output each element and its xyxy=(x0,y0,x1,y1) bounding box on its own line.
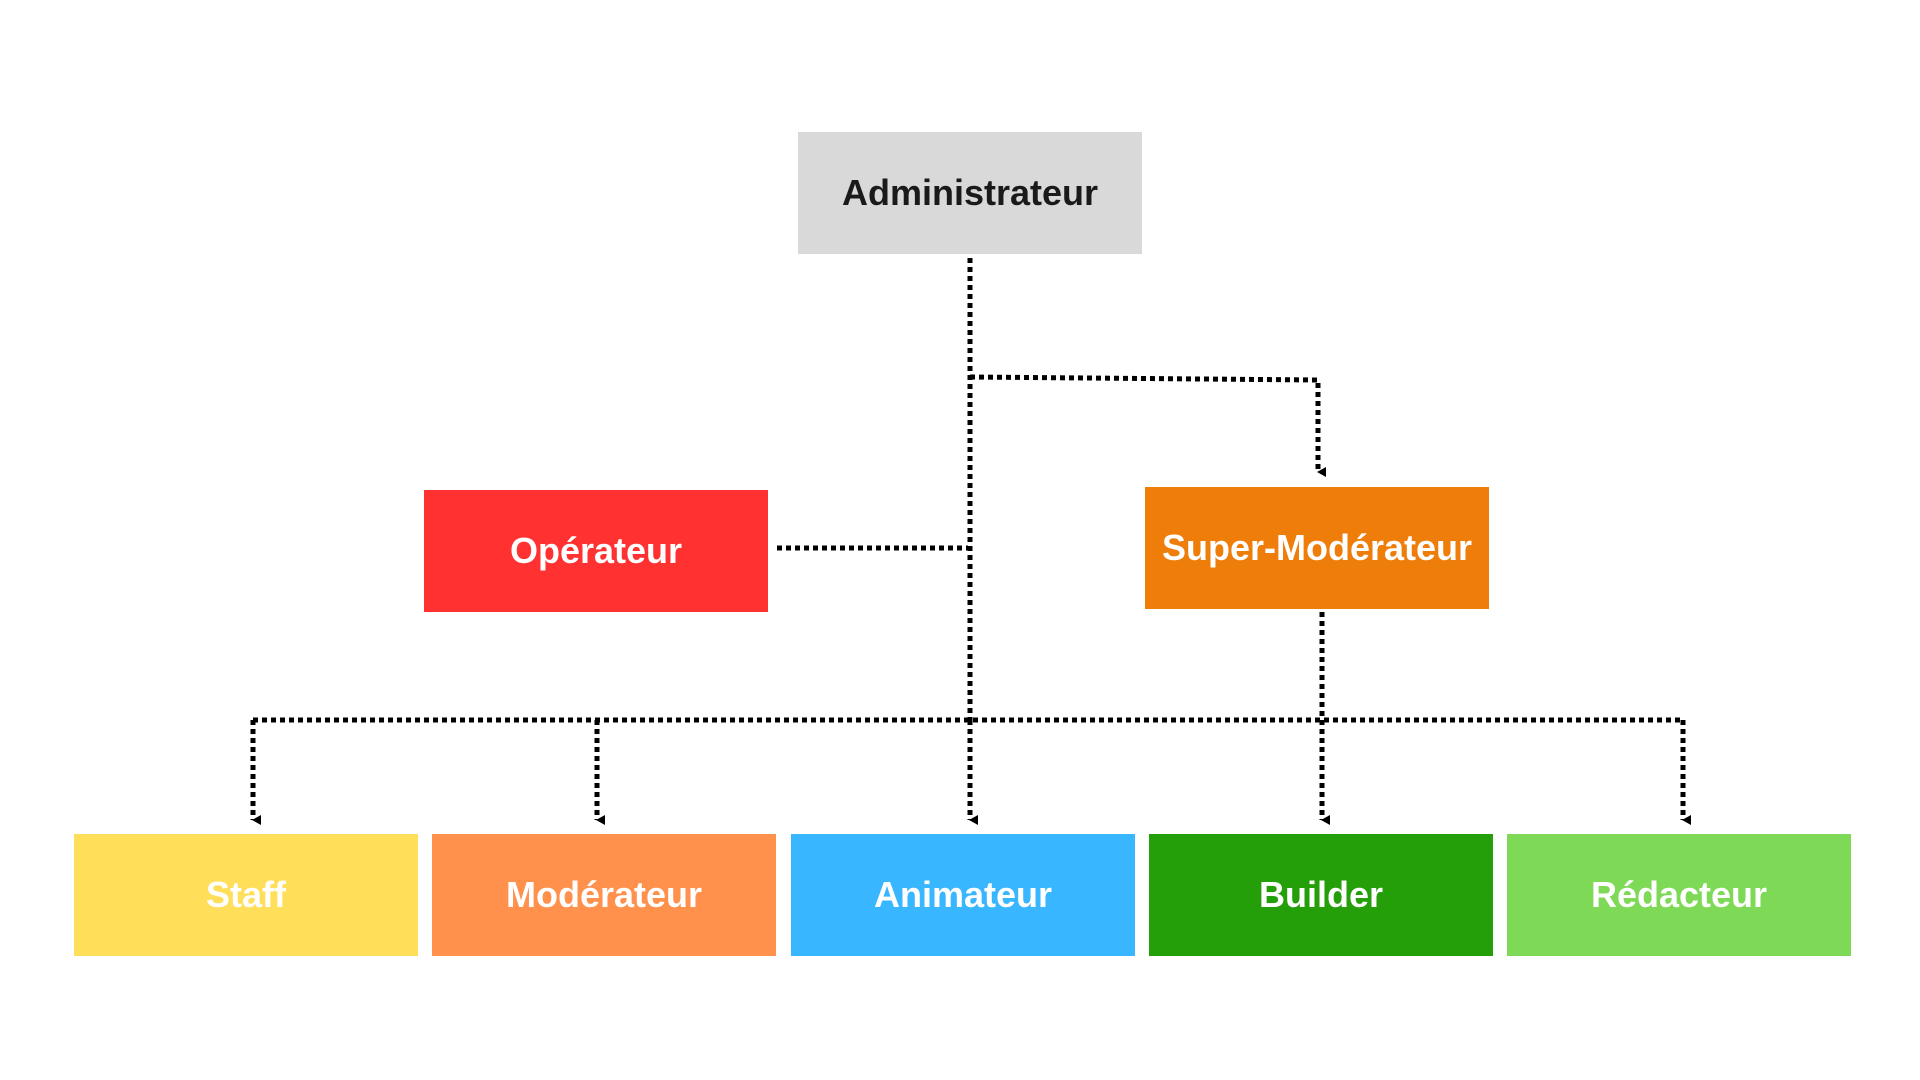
node-operateur: Opérateur xyxy=(424,490,768,612)
node-administrateur: Administrateur xyxy=(798,132,1142,254)
node-builder-label: Builder xyxy=(1258,874,1383,915)
node-staff-label: Staff xyxy=(206,874,286,915)
node-operateur-label: Opérateur xyxy=(509,530,683,571)
node-administrateur-label: Administrateur xyxy=(841,172,1099,213)
connector-admin-super xyxy=(969,374,1326,477)
node-redacteur-label: Rédacteur xyxy=(1590,874,1768,915)
node-moderateur: Modérateur xyxy=(432,834,776,956)
node-staff: Staff xyxy=(74,834,418,956)
node-super-moderateur: Super-Modérateur xyxy=(1145,487,1489,609)
node-redacteur: Rédacteur xyxy=(1507,834,1851,956)
node-moderateur-label: Modérateur xyxy=(505,874,703,915)
node-super-moderateur-label: Super-Modérateur xyxy=(1161,527,1473,568)
node-animateur-label: Animateur xyxy=(873,874,1053,915)
node-animateur: Animateur xyxy=(791,834,1135,956)
node-builder: Builder xyxy=(1149,834,1493,956)
